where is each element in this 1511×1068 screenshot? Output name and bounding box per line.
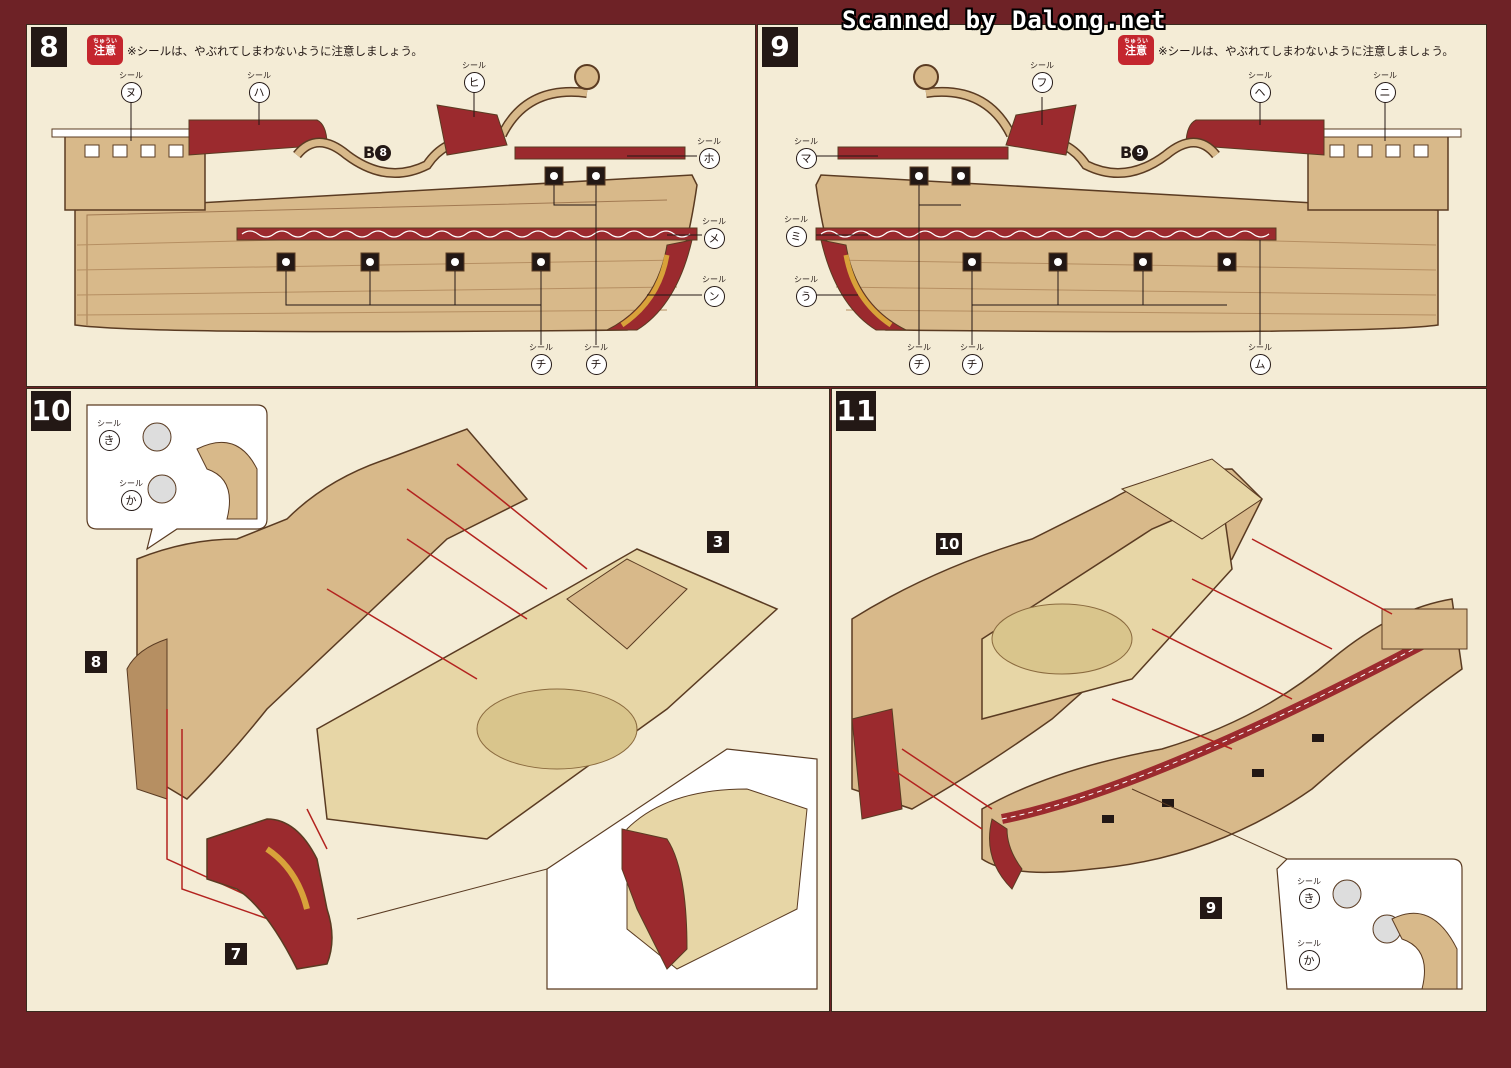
sticker-code: チ xyxy=(530,354,552,375)
sticker-callout-chi-2: シールチ xyxy=(960,343,984,375)
caution-ruby: ちゅうい xyxy=(1123,38,1148,45)
part-number: 8 xyxy=(375,145,392,161)
sticker-label: シール xyxy=(584,343,608,352)
sticker-label: シール xyxy=(794,275,818,284)
assembly-10-illustration xyxy=(86,404,818,990)
sticker-label: シール xyxy=(97,419,121,428)
sticker-callout-ni: シールニ xyxy=(1373,71,1397,103)
sticker-code: ン xyxy=(703,286,725,307)
sticker-label: シール xyxy=(1030,61,1054,70)
sticker-callout-nu: シールヌ xyxy=(119,71,143,103)
sticker-code: か xyxy=(1298,950,1320,971)
step-10-number: 10 xyxy=(31,391,71,431)
caution-ruby: ちゅうい xyxy=(92,38,117,45)
watermark: Scanned by Dalong.net xyxy=(842,6,1167,34)
sticker-label: シール xyxy=(119,71,143,80)
sticker-code: ヌ xyxy=(120,82,142,103)
step-11-number: 11 xyxy=(836,391,876,431)
part-prefix: B xyxy=(1120,143,1133,162)
step-10-panel: 10 シールき シールか 3 8 7 xyxy=(26,388,830,1012)
sticker-code: ホ xyxy=(698,148,720,169)
sticker-code: ニ xyxy=(1374,82,1396,103)
sticker-callout-hi: シールヒ xyxy=(462,61,486,93)
sticker-label: シール xyxy=(794,137,818,146)
sticker-callout-u: シールう xyxy=(794,275,818,307)
sticker-label: シール xyxy=(529,343,553,352)
sticker-callout-ki: シールき xyxy=(1297,877,1321,909)
sticker-code: フ xyxy=(1031,72,1053,93)
caution-label: 注意 xyxy=(1125,44,1147,57)
sticker-code: チ xyxy=(585,354,607,375)
sticker-callout-fu: シールフ xyxy=(1030,61,1054,93)
sticker-callout-ki: シールき xyxy=(97,419,121,451)
sticker-code: ム xyxy=(1249,354,1271,375)
sticker-code: ハ xyxy=(248,82,270,103)
sticker-label: シール xyxy=(784,215,808,224)
sticker-label: シール xyxy=(462,61,486,70)
caution-label: 注意 xyxy=(94,44,116,57)
sticker-callout-ho: シールホ xyxy=(697,137,721,169)
sticker-callout-mu: シールム xyxy=(1248,343,1272,375)
part-prefix: B xyxy=(363,143,376,162)
caution-badge: ちゅうい注意 xyxy=(1118,35,1154,65)
caution-note: ※シールは、やぶれてしまわないように注意しましょう。 xyxy=(127,44,423,58)
sticker-label: シール xyxy=(1248,71,1272,80)
sticker-code: マ xyxy=(795,148,817,169)
sticker-label: シール xyxy=(1373,71,1397,80)
part-number: 9 xyxy=(1132,145,1149,161)
sticker-code: き xyxy=(98,430,120,451)
sticker-callout-ka: シールか xyxy=(119,479,143,511)
caution-note: ※シールは、やぶれてしまわないように注意しましょう。 xyxy=(1158,44,1454,58)
sticker-code: ミ xyxy=(785,226,807,247)
sticker-callout-me: シールメ xyxy=(702,217,726,249)
step-11-panel: 11 10 9 シールき シールか xyxy=(831,388,1487,1012)
sticker-label: シール xyxy=(1297,939,1321,948)
step-8-number: 8 xyxy=(31,27,67,67)
sticker-code: き xyxy=(1298,888,1320,909)
sticker-code: う xyxy=(795,286,817,307)
sticker-callout-chi-1: シールチ xyxy=(907,343,931,375)
part-tag-9: 9 xyxy=(1200,897,1222,919)
sticker-callout-mi: シールミ xyxy=(784,215,808,247)
sticker-label: シール xyxy=(697,137,721,146)
sticker-code: ヘ xyxy=(1249,82,1271,103)
sticker-code: チ xyxy=(961,354,983,375)
part-tag-8: 8 xyxy=(85,651,107,673)
sticker-label: シール xyxy=(1297,877,1321,886)
part-tag-10: 10 xyxy=(936,533,962,555)
sticker-label: シール xyxy=(1248,343,1272,352)
sticker-label: シール xyxy=(702,275,726,284)
sticker-label: シール xyxy=(702,217,726,226)
assembly-11-illustration xyxy=(851,458,1468,990)
part-tag-7: 7 xyxy=(225,943,247,965)
sticker-callout-chi-1: シールチ xyxy=(529,343,553,375)
sticker-code: ヒ xyxy=(463,72,485,93)
sticker-label: シール xyxy=(247,71,271,80)
caution-badge: ちゅうい注意 xyxy=(87,35,123,65)
sticker-label: シール xyxy=(960,343,984,352)
sticker-callout-ka: シールか xyxy=(1297,939,1321,971)
sticker-callout-he: シールヘ xyxy=(1248,71,1272,103)
ship-side-left-illustration xyxy=(815,64,1462,345)
sticker-callout-chi-2: シールチ xyxy=(584,343,608,375)
part-tag-3: 3 xyxy=(707,531,729,553)
sticker-callout-n: シールン xyxy=(702,275,726,307)
sticker-callout-ma: シールマ xyxy=(794,137,818,169)
sticker-label: シール xyxy=(119,479,143,488)
step-9-number: 9 xyxy=(762,27,798,67)
sticker-code: チ xyxy=(908,354,930,375)
sticker-code: か xyxy=(120,490,142,511)
ship-side-right-illustration xyxy=(51,64,702,345)
sticker-callout-ha: シールハ xyxy=(247,71,271,103)
sticker-label: シール xyxy=(907,343,931,352)
sticker-code: メ xyxy=(703,228,725,249)
